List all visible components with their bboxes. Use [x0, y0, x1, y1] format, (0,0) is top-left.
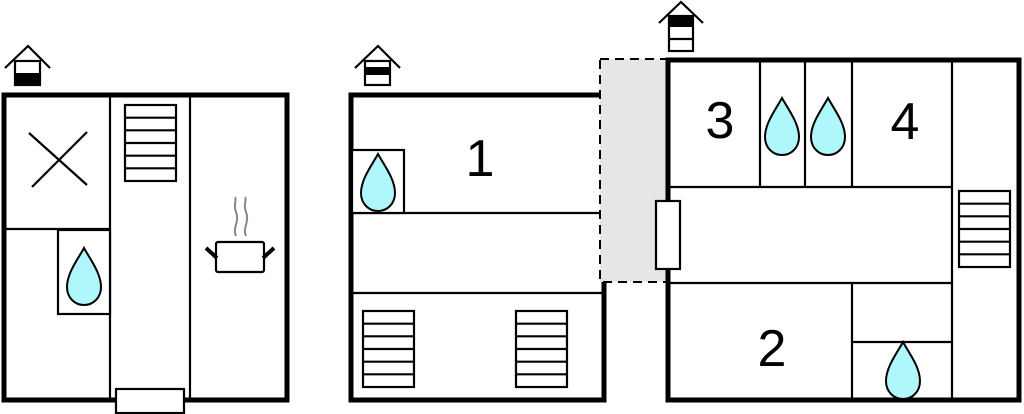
stairs-icon — [361, 309, 416, 389]
room-label: 4 — [891, 93, 920, 151]
room-label: 2 — [758, 320, 787, 378]
floor-level-icon — [4, 44, 51, 87]
kitchen-pot-icon — [204, 196, 276, 274]
bathroom-drop-icon — [810, 97, 846, 156]
stairs-icon — [514, 309, 569, 389]
floor-level-icon — [658, 0, 704, 53]
floorplan-second: 3 4 2 — [599, 0, 1022, 403]
stairs-icon — [123, 103, 178, 183]
balcony-door — [654, 199, 682, 271]
floorplan-first: 1 — [348, 44, 607, 403]
floor-level-icon — [354, 44, 401, 87]
stairs-icon — [957, 189, 1012, 269]
bathroom-drop-icon — [764, 97, 800, 156]
room-label: 3 — [706, 92, 735, 150]
room-label: 1 — [466, 130, 495, 188]
balcony-area — [599, 58, 668, 283]
bed-cross-icon — [28, 131, 88, 188]
floorplan-ground — [1, 44, 290, 414]
bathroom-drop-icon — [885, 341, 921, 400]
entrance-door — [114, 387, 186, 414]
